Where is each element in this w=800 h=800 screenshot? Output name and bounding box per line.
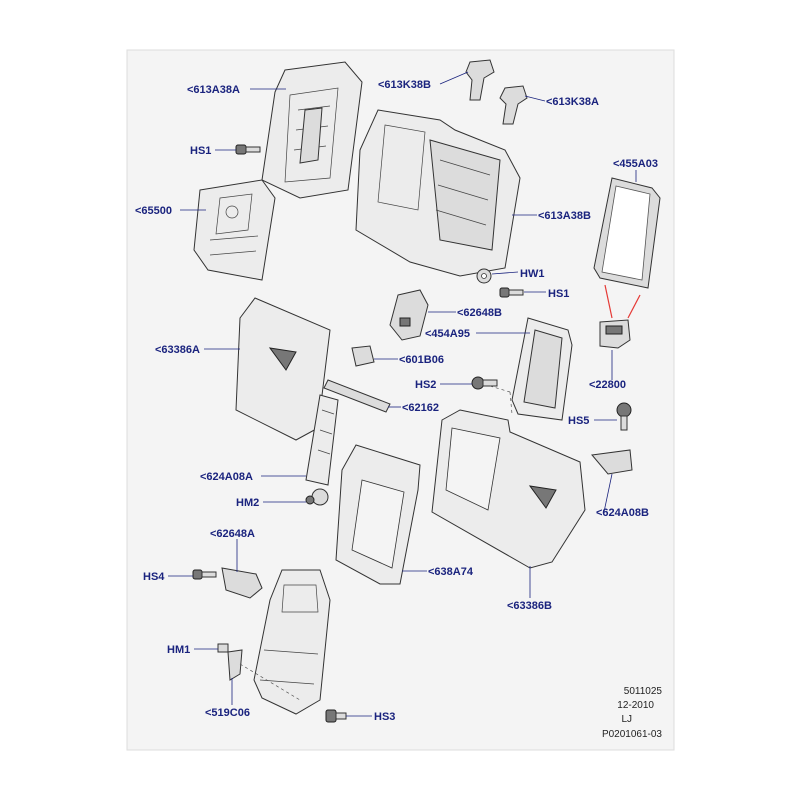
label-62648B: <62648B	[457, 307, 502, 319]
footer-drawing-id: P0201061-03	[602, 729, 662, 740]
label-hs4: HS4	[143, 571, 165, 583]
label-63386B: <63386B	[507, 600, 552, 612]
label-hw1: HW1	[520, 268, 544, 280]
label-hs1-mid: HS1	[548, 288, 569, 300]
label-601B06: <601B06	[399, 354, 444, 366]
hinge-22800	[599, 319, 631, 349]
seat-back-cushion	[253, 569, 331, 715]
armrest-pad-455A03	[593, 177, 661, 289]
label-613K38A: <613K38A	[546, 96, 599, 108]
label-63386A: <63386A	[155, 344, 200, 356]
footer-ref-number: 5011025	[624, 686, 663, 697]
label-613A38B: <613A38B	[538, 210, 591, 222]
clip-hm1	[217, 643, 229, 653]
label-65500: <65500	[135, 205, 172, 217]
dashed-guides	[239, 385, 513, 701]
bracket-62648A	[221, 567, 263, 599]
label-22800: <22800	[589, 379, 626, 391]
label-62648A: <62648A	[210, 528, 255, 540]
fastener-hm2	[305, 488, 329, 506]
label-519C06: <519C06	[205, 707, 250, 719]
label-638A74: <638A74	[428, 566, 474, 578]
label-613A38A-top: <613A38A	[187, 84, 240, 96]
trim-624A08B	[591, 449, 633, 475]
label-62162: <62162	[402, 402, 439, 414]
bolt-hs1-mid	[499, 287, 524, 298]
label-624A08A: <624A08A	[200, 471, 253, 483]
label-613K38B: <613K38B	[378, 79, 431, 91]
leader-lines	[168, 71, 637, 717]
back-panel-63386A	[235, 297, 331, 441]
label-hm1: HM1	[167, 644, 190, 656]
latch-613K38A	[499, 85, 528, 125]
red-guide-lines	[604, 284, 641, 319]
seat-back-frame-left	[261, 61, 363, 199]
bolt-hs1-top	[235, 144, 261, 155]
label-624A08B: <624A08B	[596, 507, 649, 519]
trim-624A08A	[305, 394, 339, 486]
armrest-454A95	[511, 317, 573, 421]
label-hm2: HM2	[236, 497, 259, 509]
bracket-519C06	[227, 649, 243, 681]
clip-601B06	[351, 345, 375, 367]
washer-hw1	[476, 268, 492, 284]
latch-613K38B	[465, 59, 495, 101]
screw-hs5	[616, 402, 632, 431]
label-hs3: HS3	[374, 711, 395, 723]
bracket-62648B	[389, 289, 429, 341]
footer-initials: LJ	[621, 714, 632, 725]
bolt-hs3	[325, 709, 347, 723]
footer-date: 12-2010	[617, 700, 654, 711]
screw-hs2	[471, 376, 498, 390]
label-hs5: HS5	[568, 415, 589, 427]
seat-back-frame-613A38B	[355, 109, 521, 277]
label-455A03: <455A03	[613, 158, 658, 170]
label-454A95: <454A95	[425, 328, 470, 340]
label-hs2: HS2	[415, 379, 436, 391]
label-hs1-top: HS1	[190, 145, 211, 157]
strip-62162	[323, 379, 391, 413]
back-panel-63386B	[431, 409, 586, 569]
plate-65500	[193, 179, 276, 281]
bolt-hs4	[192, 569, 217, 580]
frame-638A74	[335, 444, 421, 585]
